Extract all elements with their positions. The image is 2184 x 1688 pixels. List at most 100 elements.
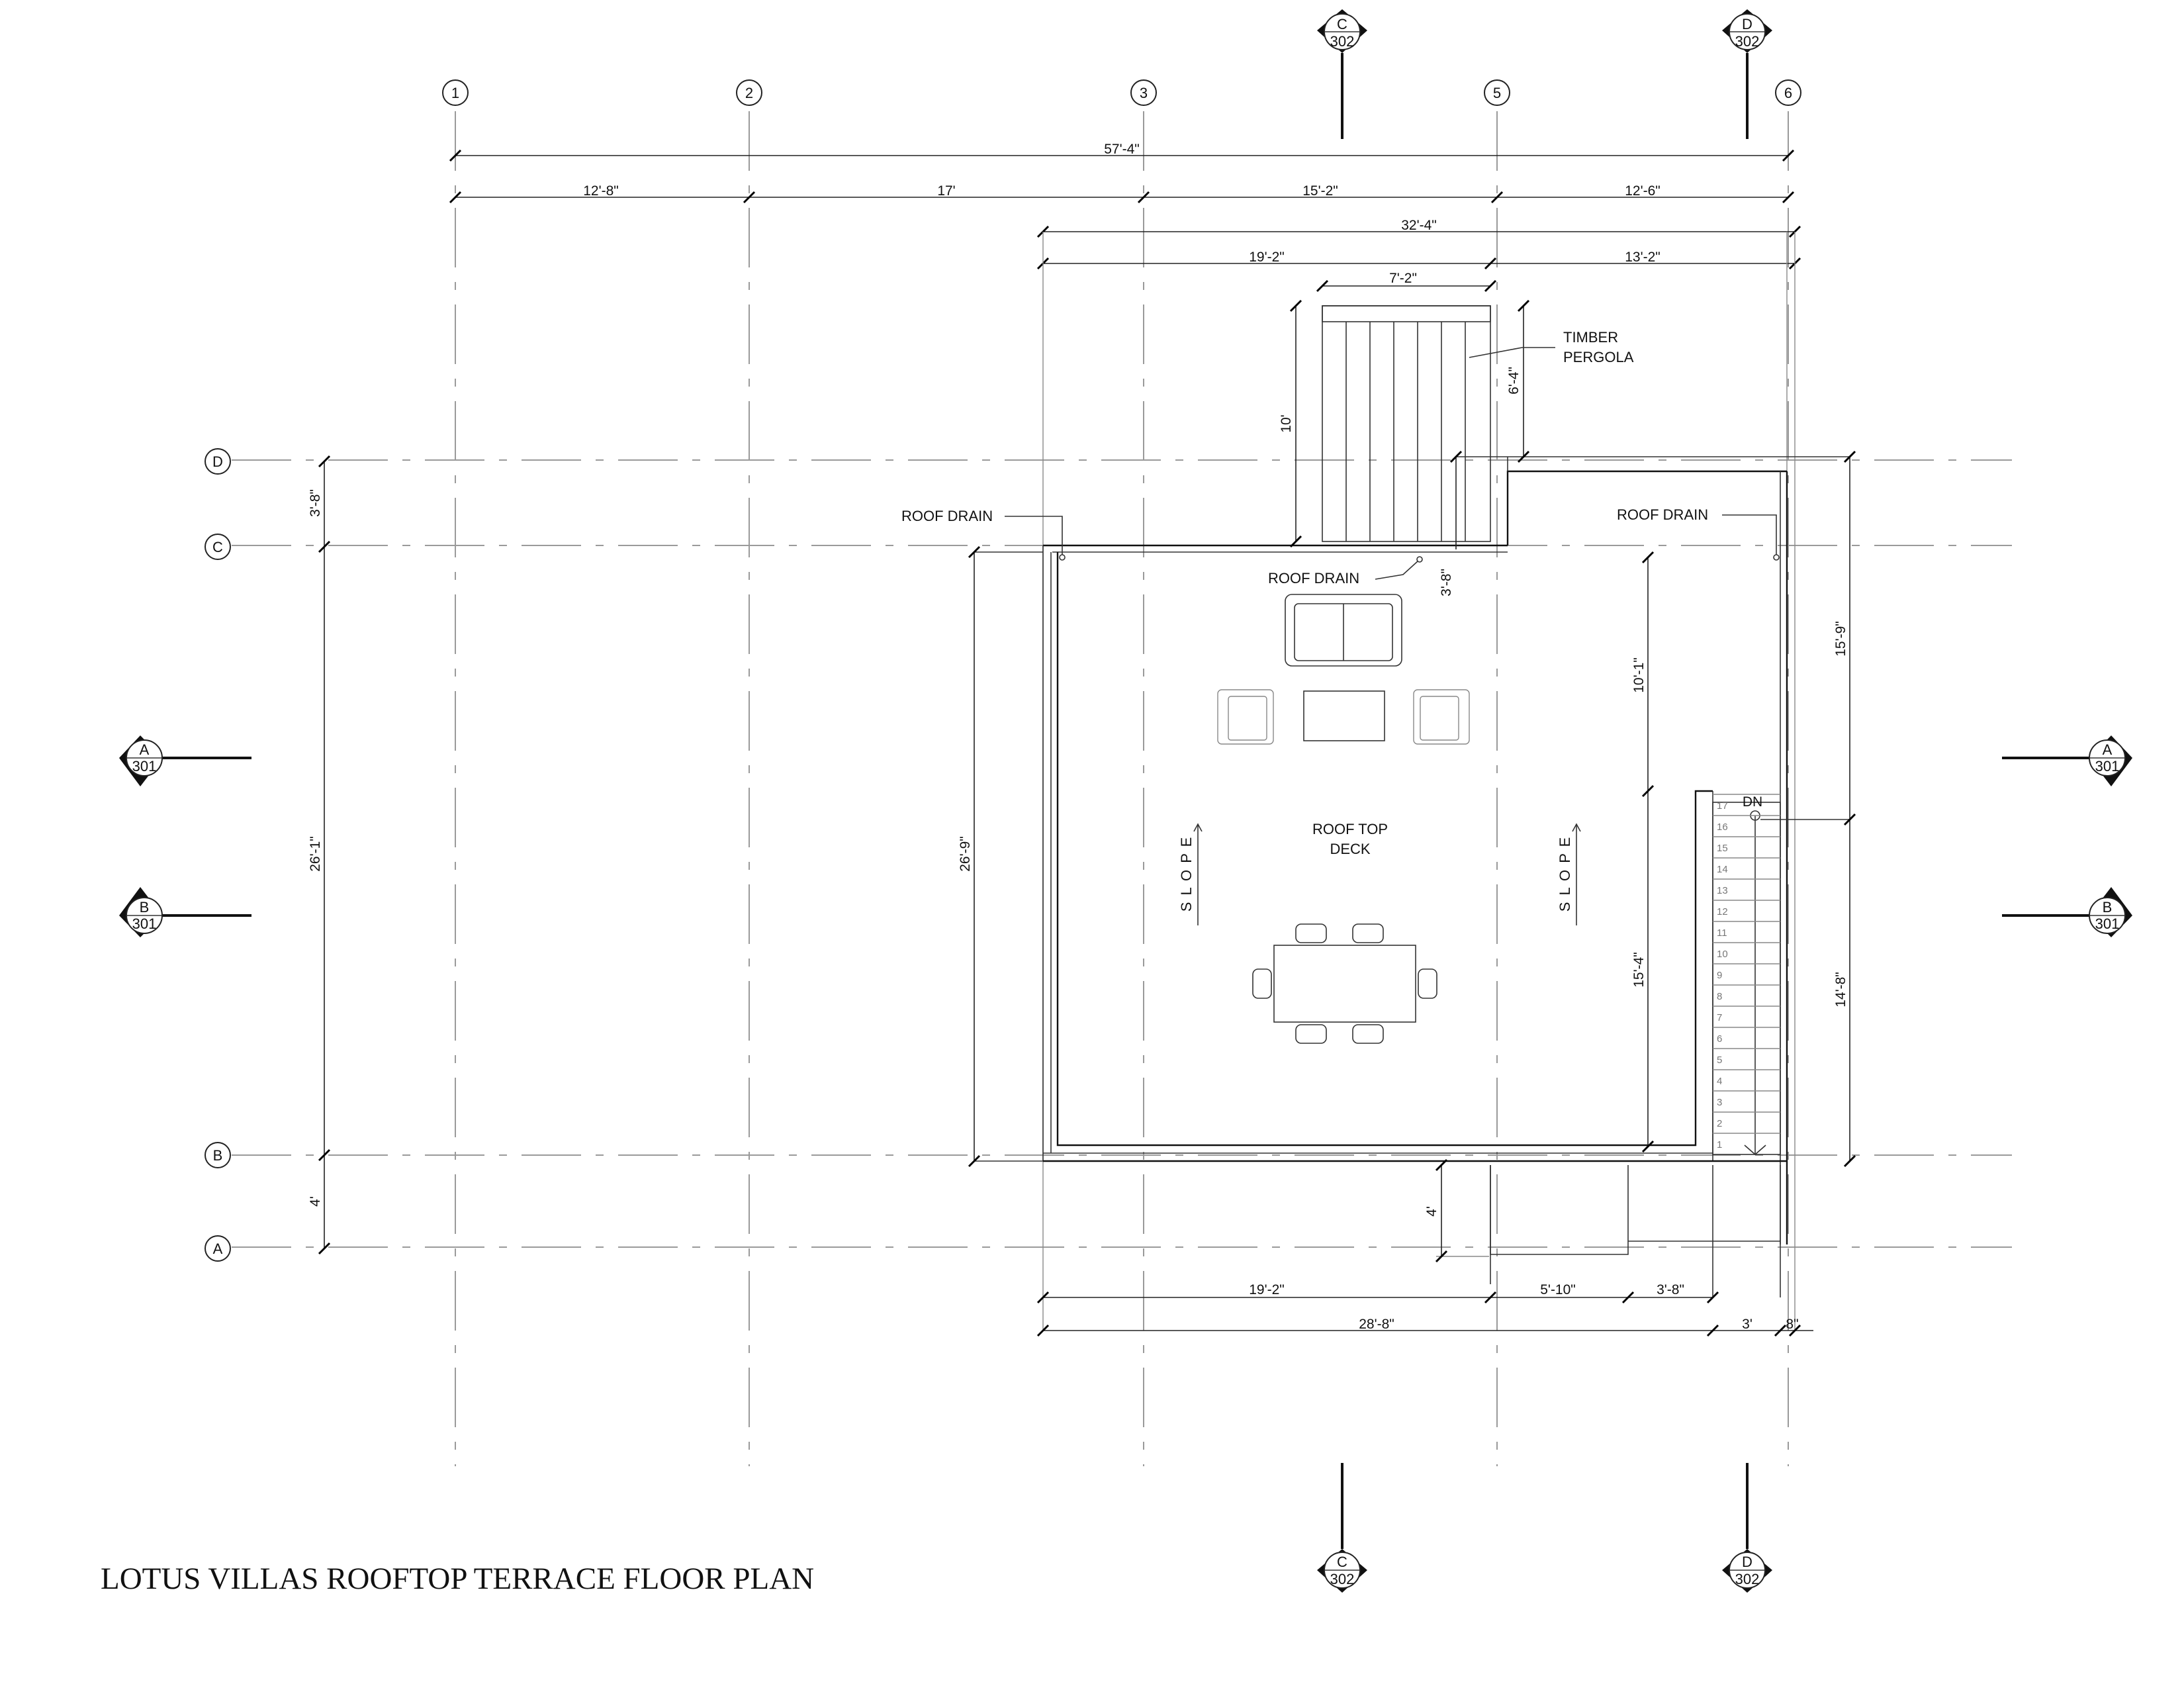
armchair-right-icon <box>1413 689 1470 745</box>
stair-step-number: 6 <box>1717 1033 1722 1045</box>
column-grid-lines <box>455 111 1789 1466</box>
grid-bubble-1: 1 <box>442 79 469 106</box>
bottom-dimension-strings: 19'-2" 5'-10" 3'-8" 28'-8" 3' 8" <box>1036 1282 1813 1337</box>
section-c-bottom-sheet: 302 <box>1330 1571 1355 1587</box>
section-c-top-sheet: 302 <box>1330 33 1355 50</box>
section-marker-a-right: A 301 <box>2002 735 2132 786</box>
section-d-bottom-letter: D <box>1742 1554 1752 1570</box>
stair-step-number: 3 <box>1717 1097 1722 1108</box>
dim-top-right: 13'-2" <box>1625 250 1661 265</box>
dim-wall-thickness: 8" <box>1786 1317 1798 1332</box>
roof-drain-left-icon <box>1059 554 1066 561</box>
dim-overall-width: 57'-4" <box>1104 142 1140 157</box>
stair-step-number: 10 <box>1717 949 1728 960</box>
section-marker-a-left: A 301 <box>119 735 251 786</box>
section-d-top-letter: D <box>1742 16 1752 32</box>
stair-step-number: 15 <box>1717 843 1728 854</box>
furniture <box>1217 594 1470 1044</box>
grid-label-1: 1 <box>451 85 459 101</box>
dim-top-left: 19'-2" <box>1249 250 1285 265</box>
top-dimension-strings: 57'-4" 12'-8" 17' 15'-2" 12'-6" 32'-4" 1… <box>449 142 1801 293</box>
section-b-right-sheet: 301 <box>2095 915 2120 932</box>
section-marker-b-right: B 301 <box>2002 887 2132 937</box>
grid-bubble-a: A <box>205 1235 231 1262</box>
dim-row-c-b: 26'-1" <box>308 836 323 872</box>
section-marker-d-bottom: D 302 <box>1722 1463 1772 1593</box>
dim-building-width: 32'-4" <box>1401 218 1437 233</box>
section-d-top-sheet: 302 <box>1735 33 1760 50</box>
stair-step-number: 13 <box>1717 885 1728 896</box>
label-timber: TIMBER <box>1563 329 1618 346</box>
grid-label-b: B <box>213 1147 223 1164</box>
grid-label-c: C <box>212 539 223 555</box>
section-marker-d-top: D 302 <box>1722 9 1772 139</box>
grid-label-6: 6 <box>1784 85 1792 101</box>
dim-pergola-offset: 6'-4" <box>1506 367 1522 395</box>
section-a-right-sheet: 301 <box>2095 758 2120 774</box>
dim-bottom-right: 3'-8" <box>1657 1282 1684 1297</box>
roof-drain-right-icon <box>1773 554 1780 561</box>
dim-row-b-a: 4' <box>308 1196 323 1207</box>
dim-col-3-5: 15'-2" <box>1302 183 1338 199</box>
grid-label-2: 2 <box>745 85 753 101</box>
grid-label-a: A <box>213 1241 223 1257</box>
armchair-left-icon <box>1217 689 1274 745</box>
grid-bubble-6: 6 <box>1775 79 1801 106</box>
dim-entry-depth: 4' <box>1424 1206 1439 1217</box>
grid-bubble-d: D <box>205 448 231 475</box>
sofa-icon <box>1285 594 1402 667</box>
stair-step-number: 7 <box>1717 1012 1722 1023</box>
roof-drain-left-label: ROOF DRAIN <box>901 508 993 524</box>
grid-label-3: 3 <box>1140 85 1148 101</box>
stair-step-number: 17 <box>1717 800 1728 812</box>
roof-drains: ROOF DRAIN ROOF DRAIN ROOF DRAIN <box>901 506 1780 586</box>
dim-bottom-mid: 5'-10" <box>1540 1282 1576 1297</box>
section-c-top-letter: C <box>1337 16 1347 32</box>
stair-dn-label: DN <box>1743 794 1762 810</box>
row-grid-lines <box>232 459 2012 1248</box>
dim-col-1-2: 12'-8" <box>583 183 619 199</box>
dining-table-icon <box>1252 923 1437 1044</box>
section-b-left-letter: B <box>140 899 150 915</box>
dim-deck-upper: 10'-1" <box>1631 657 1647 693</box>
dim-bottom-left: 19'-2" <box>1249 1282 1285 1297</box>
slope-label-left: S L O P E <box>1178 836 1195 912</box>
timber-pergola: 10' 6'-4" 3'-8" TIMBER PERGOLA <box>1279 299 1634 596</box>
dim-pergola-depth: 10' <box>1279 414 1294 432</box>
right-dimension-strings: 10'-1" 15'-4" 15'-9" 14'-8" 4' <box>1424 450 1856 1263</box>
section-marker-b-left: B 301 <box>119 887 251 937</box>
building-outline <box>1042 232 1850 1331</box>
drawing-title: LOTUS VILLAS ROOFTOP TERRACE FLOOR PLAN <box>101 1562 814 1596</box>
stair-step-number: 11 <box>1717 927 1727 939</box>
dim-stair-width: 3' <box>1742 1317 1752 1332</box>
stair-step-number: 1 <box>1717 1139 1722 1150</box>
section-b-right-letter: B <box>2103 899 2113 915</box>
grid-bubble-5: 5 <box>1484 79 1510 106</box>
section-c-bottom-letter: C <box>1337 1554 1347 1570</box>
deck-label-line-1: ROOF TOP <box>1312 821 1388 837</box>
section-d-bottom-sheet: 302 <box>1735 1571 1760 1587</box>
left-dimension-strings: 3'-8" 26'-1" 4' 26'-9" <box>308 455 1043 1255</box>
deck-label-line-2: DECK <box>1330 841 1370 857</box>
dim-parapet-step: 3'-8" <box>1439 569 1454 596</box>
grid-bubble-c: C <box>205 534 231 560</box>
section-marker-c-bottom: C 302 <box>1317 1463 1367 1593</box>
dim-bottom-overall: 28'-8" <box>1359 1317 1394 1332</box>
dim-row-d-c: 3'-8" <box>308 489 323 517</box>
dim-right-lower: 14'-8" <box>1833 972 1848 1008</box>
grid-bubble-3: 3 <box>1130 79 1157 106</box>
stair-step-number: 9 <box>1717 970 1722 981</box>
label-pergola: PERGOLA <box>1563 349 1634 365</box>
stair-step-number: 14 <box>1717 864 1728 875</box>
dim-pergola-width: 7'-2" <box>1389 271 1417 286</box>
roof-drain-center-label: ROOF DRAIN <box>1268 570 1359 586</box>
dim-col-5-6: 12'-6" <box>1625 183 1661 199</box>
dim-deck-lower: 15'-4" <box>1631 952 1647 988</box>
stair-step-number: 8 <box>1717 991 1722 1002</box>
coffee-table-icon <box>1303 690 1385 741</box>
deck-labels: ROOF TOP DECK S L O P E S L O P E <box>1178 821 1581 925</box>
section-marker-c-top: C 302 <box>1317 9 1367 139</box>
section-a-left-letter: A <box>140 741 150 758</box>
